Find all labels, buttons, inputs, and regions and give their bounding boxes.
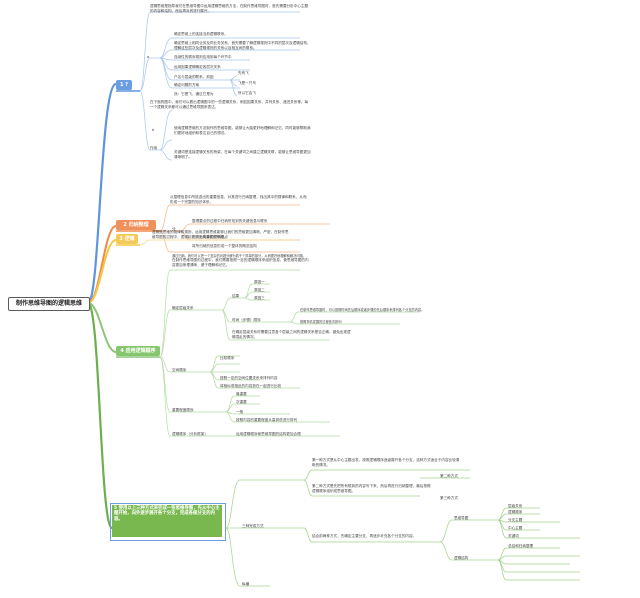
- b5-text-10: 逻辑顺序: [508, 510, 523, 514]
- b5-text-9: 层级关系: [508, 504, 523, 508]
- b5-text-13: 关键词: [508, 534, 519, 538]
- b2-text-4: 将所归纳的信息形成一个整体的概念结构: [192, 244, 257, 248]
- b4-text-11: 按照一定的空间位置关系来排列内容: [220, 376, 278, 380]
- b1-text-14: 使用逻辑思维的方法制作的思维导图，能够让大脑更好地理解和记忆，同时能够帮助我们更…: [174, 126, 311, 135]
- b4-text-0: 在制作思维导图的过程中，我们需要按照一定的逻辑顺序来组织信息，使思维导图的内容更…: [172, 258, 309, 267]
- branch-line-1: [86, 82, 118, 305]
- b1-text-8: 然：它是飞，通过它是为: [174, 92, 214, 96]
- b5-text-8: 逻辑结构: [454, 556, 469, 560]
- branch-line-4: [87, 302, 117, 353]
- b5-text-2: 第二种方式: [440, 474, 458, 478]
- b1-text-9: 先有飞: [238, 71, 249, 75]
- b1-text-16: 关键词是连接逻辑关系的桥梁，在每个关键词之间建立逻辑关联，能够让思维导图更加清晰…: [174, 150, 311, 159]
- branch-5-node[interactable]: 5 使用以上三种方式来完成一张思维导图，先从中心主题开始，向外逐步展开各个分支，…: [112, 505, 222, 537]
- b5-text-4: 第三种方式: [440, 496, 458, 500]
- b4-text-6: 时间（步骤）顺序: [232, 318, 261, 322]
- b1-text-15: 作用: [150, 146, 158, 150]
- b5-text-1: 第一种方式是从中心主题出发，按照逻辑顺序逐级展开各个分支，这种方式适合于内容比较…: [312, 458, 460, 467]
- branch-1-node[interactable]: 1 ?: [116, 80, 132, 90]
- b4-text-20: 运用逻辑顺序使思维导图的结构更加合理: [236, 432, 301, 436]
- b1-text-13: b: [152, 128, 155, 132]
- b1-text-0: 逻辑思维是指导我们在思维导图中运用逻辑思维的方法，在制作思维导图时，首先需要分析…: [150, 4, 309, 13]
- b4-text-10: 空间顺序: [172, 368, 187, 372]
- b2-text-1: 分: [172, 227, 176, 231]
- b5-text-0: 三种完成方式: [242, 524, 264, 528]
- b2-text-5: 通过归纳，我们可以把一个复杂的问题分解为若干个简单的部分，从而更好地理解和解决问…: [172, 254, 306, 258]
- b5-text-3: 第二种方式是先把所有想到的内容写下来，然后再进行归纳整理，最后按照逻辑顺序组织成…: [312, 484, 431, 493]
- b4-text-13: 最重要: [236, 392, 247, 396]
- branch-3-node[interactable]: 3 逻辑: [116, 234, 138, 244]
- b5-text-14: 总结和归纳整理: [508, 544, 534, 548]
- b4-text-4: 原因二: [254, 288, 265, 292]
- b1-text-4: 连续性的顺序规则应用到每个环节中: [174, 55, 232, 59]
- b4-text-8: 按照事情发展的过程依次排列: [300, 320, 342, 324]
- b1-text-11: 所以它会飞: [238, 91, 256, 95]
- b1-text-2: 确定思维上的连接当前逻辑联系。: [174, 32, 228, 36]
- b4-text-18: 将相似或相反的内容放在一起进行比较: [220, 384, 282, 388]
- b5-text-7: 思维导图: [454, 516, 469, 520]
- b2-text-2: 整理要点的过程中归纳所找到的关键信息与联系: [192, 219, 268, 223]
- b4-text-19: 逻辑顺序（分析框架）: [172, 432, 208, 436]
- branch-2-node[interactable]: 2 归纳整理: [116, 220, 156, 230]
- b5-text-12: 中心主题: [508, 526, 523, 530]
- b4-text-9: 在确定层级关系时需要注意各个层级之间的逻辑关系是否正确，避免出现逻辑混乱的情况。: [232, 330, 351, 339]
- branch-line-3: [87, 239, 117, 304]
- branch-5-selection-frame: [110, 503, 226, 541]
- b2-text-0: 从整理信息中所挑选出的重要信息，对其进行归纳整理，找出其中的规律和联系，从而形成…: [170, 195, 307, 204]
- b1-text-12: 在下面的图中，我们可以看出逻辑图中的一些逻辑关系，例如因果关系、并列关系、递进关…: [150, 100, 309, 109]
- branch-4-node[interactable]: 4 应用逻辑顺序: [116, 346, 160, 356]
- b4-text-16: 按照内容的重要程度从高到低进行排列: [236, 418, 298, 422]
- b4-text-14: 次重要: [236, 400, 247, 404]
- b5-text-5: 结合前两种方式，先确定主要分支，再逐步补充各个分支的内容。: [312, 534, 417, 538]
- b4-text-17: 比较顺序: [220, 356, 235, 360]
- b4-text-12: 重要程度顺序: [172, 408, 194, 412]
- b4-text-1: 确定层级关系: [172, 306, 194, 310]
- root-topic[interactable]: 制作思维导图的逻辑思维: [8, 297, 90, 311]
- b5-text-11: 分支主题: [508, 518, 523, 522]
- b1-text-1: a: [147, 55, 150, 59]
- b4-text-15: 一般: [236, 410, 244, 414]
- b1-text-6: 户名与层级的联系、前因: [174, 75, 214, 79]
- b1-text-3: 确定思维上相同业务及同业务关系，首先需要了解逻辑规则中不同的层次及逻辑结构，理解…: [174, 41, 311, 50]
- b2-text-3: 归纳为简单的逻辑要点: [192, 235, 228, 239]
- b1-text-10: 飞是一只鸟: [238, 81, 256, 85]
- b1-text-5: 运用因果逻辑确定各层次关系: [174, 65, 221, 69]
- b4-text-5: 原因三: [254, 296, 265, 300]
- b4-text-2: 结果: [232, 294, 240, 298]
- b4-text-7: 在制作思维导图时，可以按照时间先后顺序或者步骤的先后顺序来排列各个分支的内容。: [300, 308, 425, 312]
- b4-text-3: 原因一: [254, 280, 265, 284]
- b1-text-7: 确定问题的方案: [174, 83, 200, 87]
- branch-line-5: [86, 301, 114, 530]
- b3-text-0: 逻辑是思维的规律和规则，运用逻辑思维能够让我们的思维更加清晰、严密，在制作思维导…: [152, 230, 289, 239]
- b5-text-6: 纵横: [242, 582, 250, 586]
